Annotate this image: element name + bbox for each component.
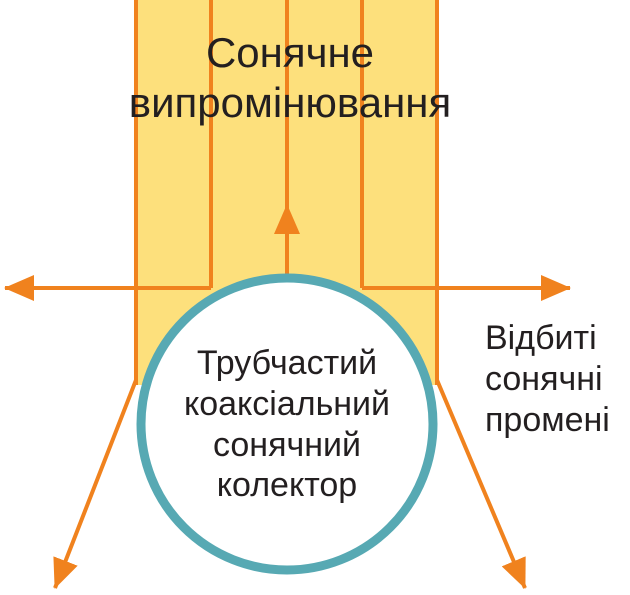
reflected-down-right-arrow xyxy=(435,379,527,589)
collector-circle xyxy=(136,273,438,575)
collector-line: коаксіальний xyxy=(183,384,391,423)
reflected-line: сонячні xyxy=(485,359,603,398)
reflected-line: промені xyxy=(485,400,610,439)
reflected-rays-label: Відбиті сонячні промені xyxy=(485,318,610,440)
title-line: Сонячне xyxy=(205,29,375,76)
collector-line: сонячний xyxy=(213,425,361,464)
reflected-down-left-arrow xyxy=(53,379,138,589)
collector-label: Трубчастий коаксіальний сонячний колекто… xyxy=(167,343,407,506)
collector-line: Трубчастий xyxy=(196,344,378,382)
title-line: випромінювання xyxy=(128,78,452,126)
solar-radiation-label: Сонячне випромінювання xyxy=(90,28,490,127)
collector-line: колектор xyxy=(216,466,358,505)
reflected-line: Відбиті xyxy=(485,319,597,357)
